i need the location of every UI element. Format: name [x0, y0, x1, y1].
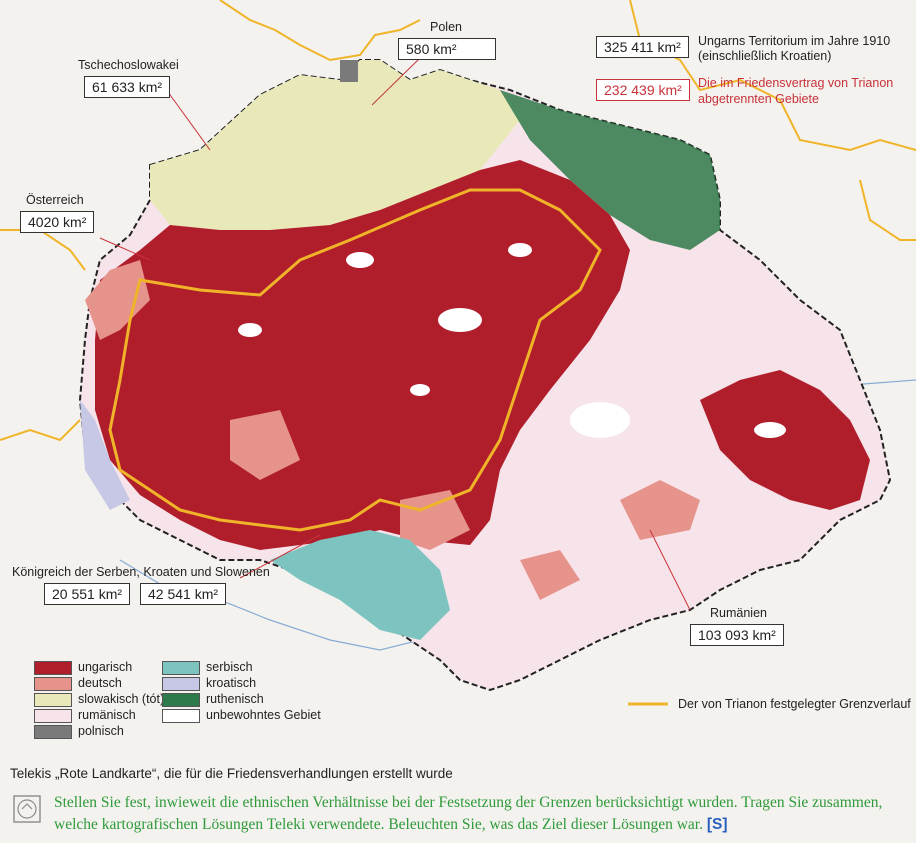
- leader-lines: [99, 57, 691, 611]
- kingdom-shs-area-box-2: 42 541 km²: [140, 583, 227, 605]
- legend-item-kroatisch: kroatisch: [162, 676, 256, 691]
- trianon-border: [108, 188, 602, 532]
- legend-label: serbisch: [206, 660, 253, 674]
- poland-area-box: 580 km²: [398, 38, 496, 60]
- legend-swatch: [162, 660, 200, 675]
- german-patches: [85, 260, 700, 600]
- detached-label-2: abgetrennten Gebiete: [698, 92, 819, 106]
- legend-swatch: [162, 676, 200, 691]
- unpopulated-patches: [238, 243, 786, 438]
- polish-patch: [340, 60, 358, 82]
- hungarian-east-region: [700, 370, 870, 510]
- legend-label: kroatisch: [206, 676, 257, 690]
- legend-swatch: [34, 692, 72, 707]
- legend-item-slowakisch: slowakisch (tót): [34, 692, 164, 707]
- czechoslovakia-label: Tschechoslowakei: [78, 58, 179, 72]
- legend-label: polnisch: [78, 724, 124, 738]
- legend-item-rumaenisch: rumänisch: [34, 708, 136, 723]
- austria-area-box: 4020 km²: [20, 211, 95, 233]
- legend-swatch: [34, 660, 72, 675]
- legend-label: deutsch: [78, 676, 122, 690]
- legend-item-ruthenisch: ruthenisch: [162, 692, 264, 707]
- czechoslovakia-area-box: 61 633 km²: [84, 76, 171, 98]
- detached-label-1: Die im Friedensvertrag von Trianon: [698, 76, 894, 90]
- kingdom-shs-area-box-1: 20 551 km²: [44, 583, 131, 605]
- legend-swatch: [162, 708, 200, 723]
- serbian-region: [270, 530, 450, 640]
- territory-area-box: 325 411 km²: [596, 36, 689, 58]
- figure-caption: Telekis „Rote Landkarte“, die für die Fr…: [10, 766, 453, 781]
- legend-swatch: [34, 676, 72, 691]
- legend-label: ruthenisch: [206, 692, 264, 706]
- legend-item-unbewohnt: unbewohntes Gebiet: [162, 708, 321, 723]
- task-link[interactable]: [S]: [706, 816, 728, 833]
- romania-label: Rumänien: [710, 606, 767, 620]
- legend-item-trianon-border: Der von Trianon festgelegter Grenzverlau…: [678, 697, 911, 711]
- romania-area-box: 103 093 km²: [690, 624, 784, 646]
- legend-item-deutsch: deutsch: [34, 676, 122, 691]
- legend-swatch: [34, 708, 72, 723]
- croatian-region: [80, 400, 130, 510]
- legend-item-serbisch: serbisch: [162, 660, 253, 675]
- kingdom-shs-label: Königreich der Serben, Kroaten und Slowe…: [12, 565, 270, 579]
- legend-label: unbewohntes Gebiet: [206, 708, 321, 722]
- legend-item-ungarisch: ungarisch: [34, 660, 132, 675]
- austria-label: Österreich: [26, 193, 84, 207]
- legend-label: rumänisch: [78, 708, 136, 722]
- legend-swatch: [34, 724, 72, 739]
- legend-swatch: [162, 692, 200, 707]
- ethnic-map: [0, 0, 916, 706]
- task-body: Stellen Sie fest, inwieweit die ethnisch…: [54, 794, 883, 833]
- legend-item-polnisch: polnisch: [34, 724, 124, 739]
- slovak-region: [150, 60, 520, 230]
- territory-label-1: Ungarns Territorium im Jahre 1910: [698, 34, 891, 48]
- task-icon: [13, 795, 41, 823]
- task-text: Stellen Sie fest, inwieweit die ethnisch…: [54, 792, 914, 836]
- ruthenian-region: [500, 90, 720, 250]
- territory-label-2: (einschließlich Kroatien): [698, 49, 832, 63]
- detached-area-box: 232 439 km²: [596, 79, 690, 101]
- legend-label: ungarisch: [78, 660, 133, 674]
- legend-label: slowakisch (tót): [78, 692, 165, 706]
- poland-label: Polen: [430, 20, 462, 34]
- hungarian-region: [95, 160, 630, 550]
- legend-label: Der von Trianon festgelegter Grenzverlau…: [678, 697, 911, 711]
